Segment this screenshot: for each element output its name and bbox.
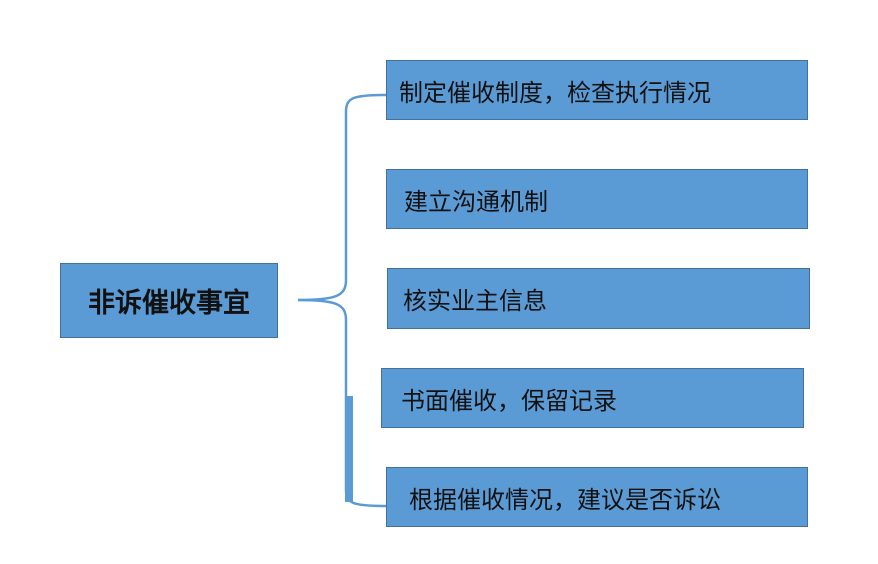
branch-node-label: 书面催收，保留记录 <box>401 386 617 415</box>
branch-node-label: 建立沟通机制 <box>404 187 548 216</box>
branch-node-written-notice: 书面催收，保留记录 <box>381 368 804 428</box>
bracket-lower-arm <box>297 298 387 508</box>
root-node-label: 非诉催收事宜 <box>88 288 250 319</box>
branch-node-label: 制定催收制度，检查执行情况 <box>399 78 711 107</box>
bracket-upper-arm <box>297 93 387 302</box>
root-node: 非诉催收事宜 <box>60 263 278 338</box>
branch-node-label: 核实业主信息 <box>403 287 547 315</box>
bracket-thick-segment <box>345 396 353 502</box>
branch-node-label: 根据催收情况，建议是否诉讼 <box>409 485 721 514</box>
branch-node-communication: 建立沟通机制 <box>386 169 808 229</box>
branch-node-litigation-advice: 根据催收情况，建议是否诉讼 <box>386 467 808 527</box>
branch-node-verify-owner-info: 核实业主信息 <box>387 268 810 329</box>
branch-node-collection-policy: 制定催收制度，检查执行情况 <box>386 60 808 120</box>
